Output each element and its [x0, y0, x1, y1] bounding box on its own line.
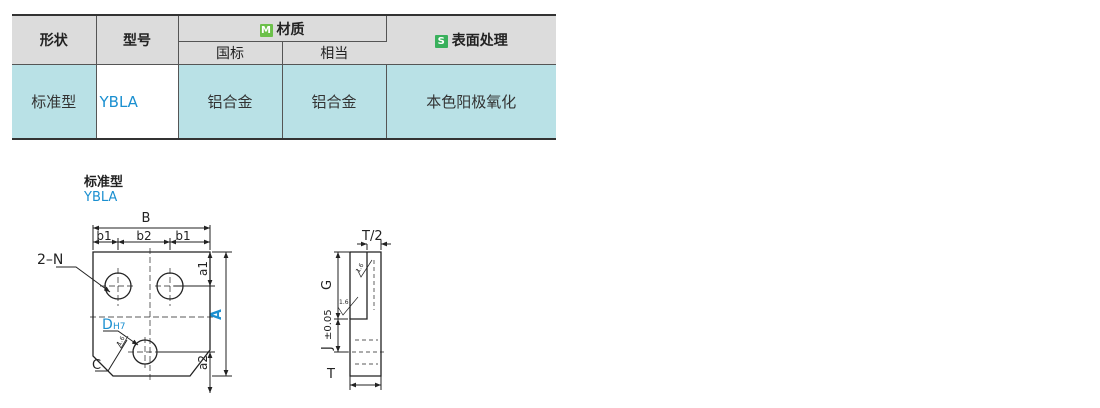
- dim-A: A: [209, 309, 225, 320]
- header-material-label: 材质: [276, 21, 305, 38]
- chamfer-C: C: [92, 358, 101, 373]
- centerlines: [90, 248, 213, 380]
- cell-material-national: 铝合金: [178, 64, 283, 139]
- dim-T-half: T/2: [361, 229, 383, 244]
- header-material-national: 国标: [178, 41, 283, 65]
- technical-drawing: B b1 b2 b1 2–N a1 A a2 D H7 C T/2 G J ±0…: [37, 211, 391, 393]
- front-view-outline: [92, 251, 211, 377]
- dim-b1-left: b1: [96, 229, 111, 243]
- mounting-hole-left: [104, 272, 132, 300]
- drawing-title: 标准型 YBLA: [84, 175, 123, 205]
- dim-J: J: [320, 346, 335, 351]
- dim-G: G: [320, 280, 335, 290]
- cell-model: YBLA: [96, 64, 179, 139]
- surface-badge-icon: S: [434, 35, 448, 48]
- dim-J-tolerance: ±0.05: [323, 309, 334, 340]
- drawing-type-label: 标准型: [84, 175, 124, 190]
- table-row: 标准型 YBLA 铝合金 铝合金 本色阳极氧化: [12, 64, 556, 139]
- cell-shape: 标准型: [12, 64, 97, 139]
- header-shape: 形状: [12, 15, 97, 65]
- header-surface-label: 表面处理: [451, 33, 508, 49]
- dim-B: B: [142, 211, 151, 226]
- dim-D: D: [102, 317, 113, 333]
- cell-material-equivalent: 铝合金: [282, 64, 387, 139]
- header-material-equivalent: 相当: [282, 41, 386, 65]
- pin-hole: [132, 339, 158, 365]
- dim-D-tolerance: H7: [113, 322, 126, 332]
- dim-T: T: [326, 367, 335, 382]
- roughness-3: 1.6: [116, 335, 127, 347]
- dim-a1: a1: [196, 261, 210, 276]
- roughness-1: 1.6: [355, 262, 366, 274]
- dim-b2: b2: [136, 229, 151, 243]
- drawing-model-label: YBLA: [84, 190, 118, 205]
- hole-note: 2–N: [37, 252, 63, 268]
- cell-surface: 本色阳极氧化: [386, 64, 556, 139]
- header-model: 型号: [96, 15, 179, 65]
- dim-b1-right: b1: [175, 229, 190, 243]
- material-badge-icon: M: [259, 23, 273, 37]
- roughness-2: 1.6: [339, 299, 349, 306]
- dim-a2: a2: [196, 355, 210, 370]
